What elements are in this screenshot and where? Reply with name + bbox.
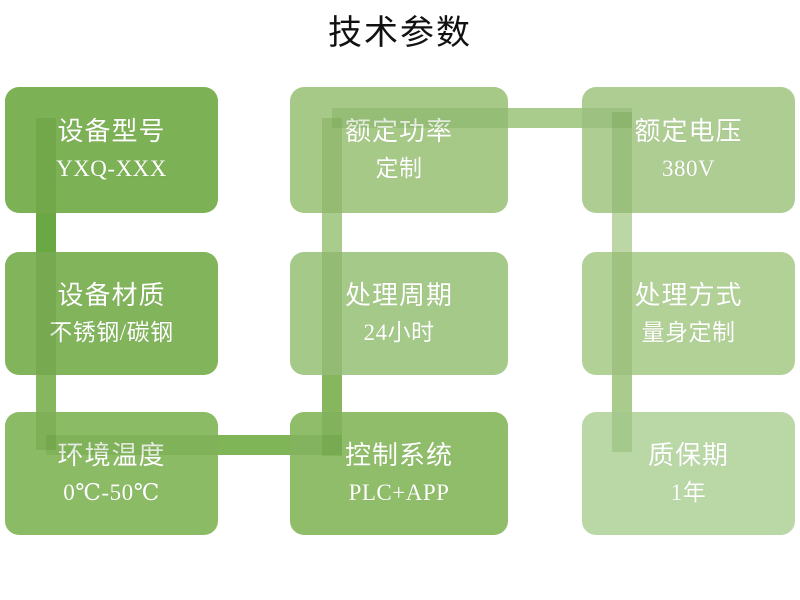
spec-card-label: 额定功率: [344, 117, 453, 146]
spec-card-label: 控制系统: [344, 440, 453, 470]
spec-card-label: 处理方式: [634, 280, 743, 310]
connector-vertical-col2-row2-row3: [322, 368, 342, 424]
connector-vertical-col3-row2-row3: [612, 368, 632, 424]
spec-card-value: 定制: [375, 156, 423, 181]
connector-horizontal-row1-card2-card3: [500, 108, 592, 128]
connector-vertical-col3-row1-row2: [612, 205, 632, 263]
spec-card-value: 24小时: [363, 319, 435, 345]
spec-card-value: YXQ-XXX: [56, 156, 167, 181]
connector-vertical-col1-row2-row3: [36, 368, 56, 424]
spec-card-value: 380V: [661, 156, 716, 181]
spec-card-value: PLC+APP: [348, 479, 450, 505]
spec-card-rated-voltage[interactable]: 额定电压 380V: [582, 87, 795, 213]
spec-card-label: 质保期: [647, 440, 729, 470]
spec-card-warranty-period[interactable]: 质保期 1年: [582, 412, 795, 535]
spec-card-label: 额定电压: [634, 117, 743, 146]
page-title: 技术参数: [328, 15, 472, 52]
spec-card-rated-power[interactable]: 额定功率 定制: [290, 87, 508, 213]
spec-card-label: 环境温度: [57, 440, 166, 470]
spec-card-equipment-model[interactable]: 设备型号 YXQ-XXX: [5, 87, 218, 213]
connector-vertical-col2-row1-row2: [322, 205, 342, 263]
spec-card-processing-cycle[interactable]: 处理周期 24小时: [290, 252, 508, 375]
spec-card-processing-method[interactable]: 处理方式 量身定制: [582, 252, 795, 375]
spec-card-value: 不锈钢/碳钢: [49, 319, 174, 345]
spec-card-value: 1年: [670, 479, 707, 505]
spec-card-equipment-material[interactable]: 设备材质 不锈钢/碳钢: [5, 252, 218, 375]
spec-card-label: 处理周期: [344, 280, 453, 310]
spec-card-ambient-temperature[interactable]: 环境温度 0℃-50℃: [5, 412, 218, 535]
spec-card-value: 量身定制: [641, 319, 736, 345]
spec-card-label: 设备型号: [57, 117, 166, 146]
connector-vertical-col1-row1-row2: [36, 205, 56, 263]
spec-card-control-system[interactable]: 控制系统 PLC+APP: [290, 412, 508, 535]
spec-card-label: 设备材质: [57, 280, 166, 310]
spec-card-value: 0℃-50℃: [63, 479, 160, 505]
connector-horizontal-row3-card7-card8: [210, 435, 302, 455]
